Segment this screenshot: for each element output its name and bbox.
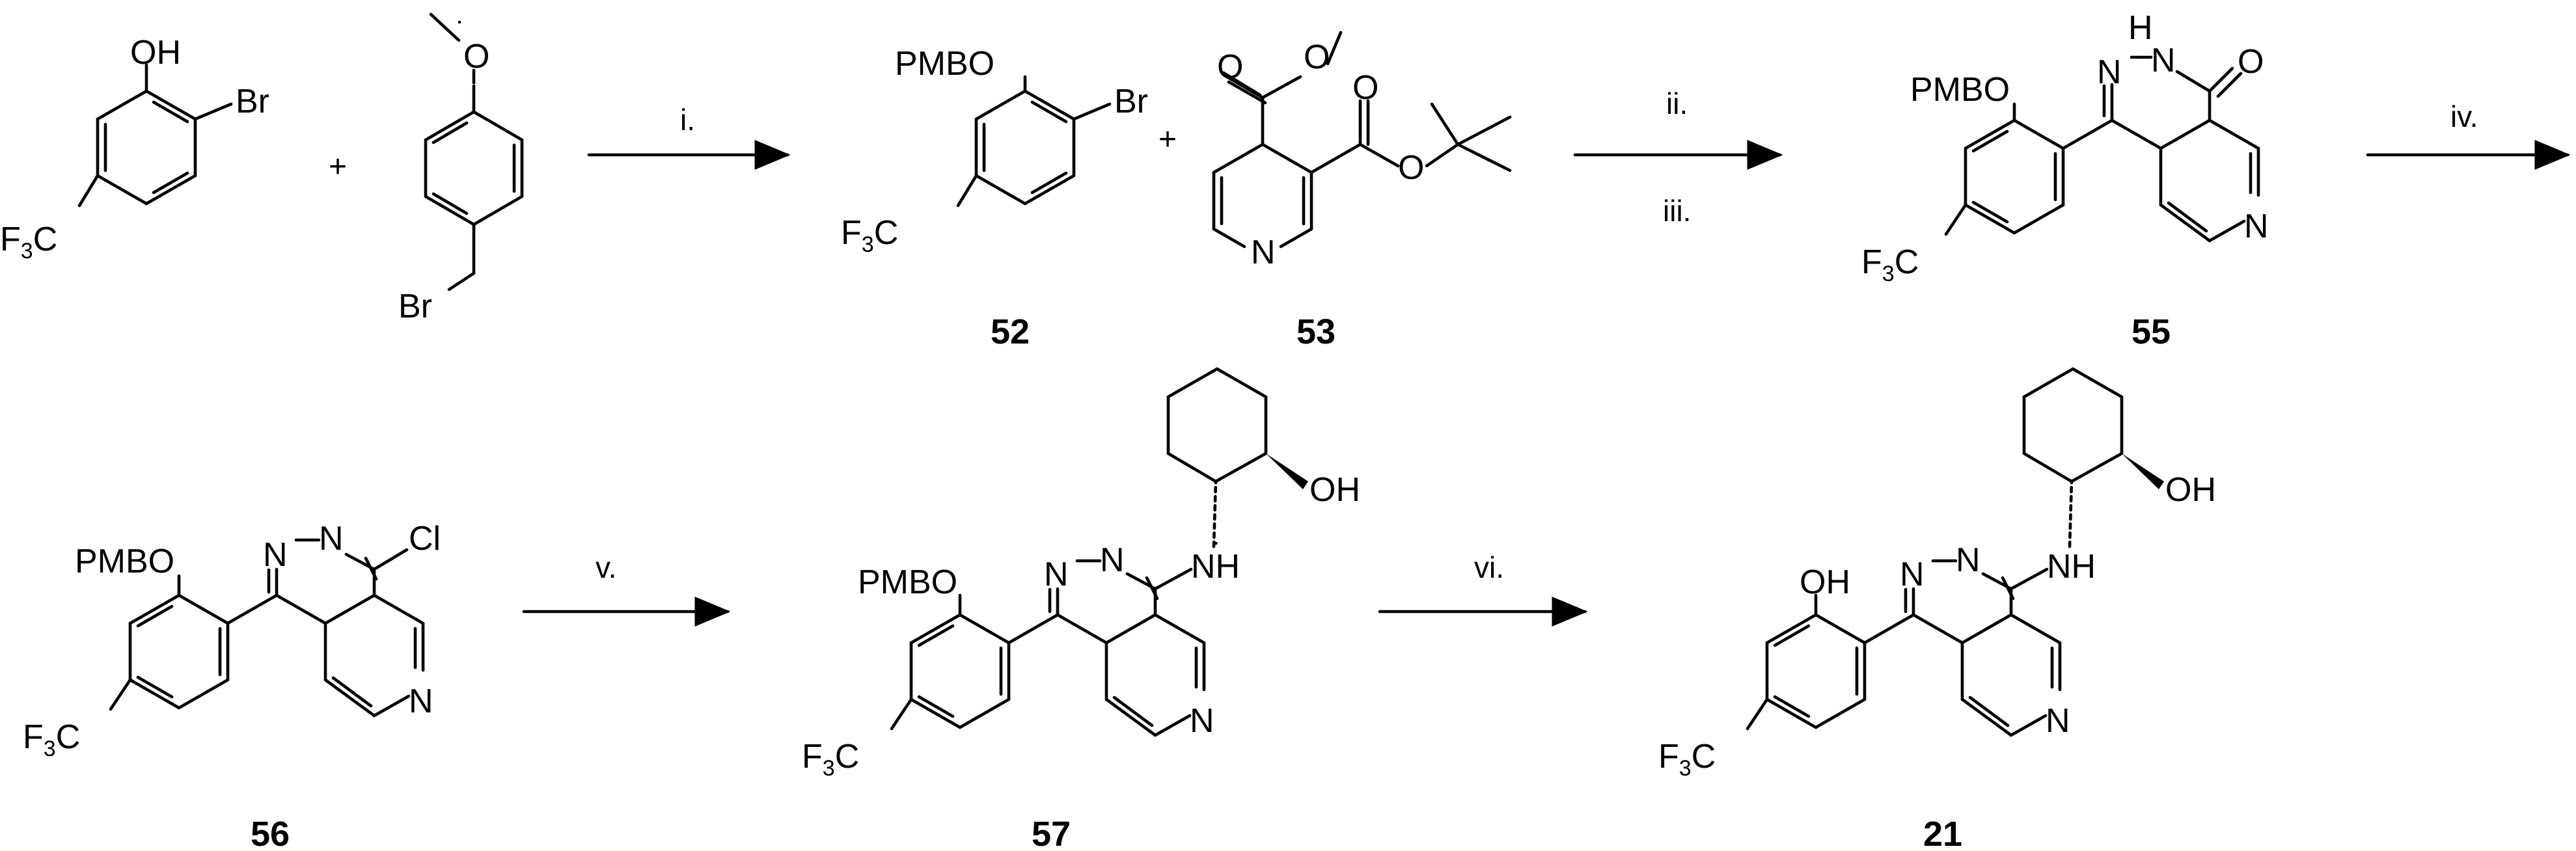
pyridine-nitrogen: N [1190,702,1214,740]
cf3-label: F3C [23,718,80,761]
ester-oxygen: O [1398,149,1424,187]
cf3-label: F3C [1658,738,1716,781]
bromo-label: Br [1114,83,1148,120]
pmbo-label: PMBO [895,45,994,83]
pyridine-nitrogen: N [1251,234,1276,271]
hydroxyl-label: OH [130,34,181,72]
carbonyl-oxygen: O [2238,43,2264,81]
ring-nitrogen: N [2097,53,2122,91]
condition-label: vi. [1474,550,1504,584]
ring-nitrogen: N [2151,42,2176,79]
chloro-label: Cl [409,520,441,558]
compound-57-structure: PMBO N N NH OH N F3C [802,367,1360,781]
pyridine-nitrogen: N [2046,702,2070,740]
compound-57-label: 57 [1032,815,1071,851]
ring-nitrogen: N [1100,541,1125,579]
nh-hydrogen: H [2128,9,2153,47]
amine-label: NH [1191,548,1240,586]
plus-sign: + [329,150,347,184]
condition-label: iii. [1663,194,1691,228]
hydroxyl-label: OH [1800,563,1850,601]
condition-label: ii. [1666,87,1688,120]
compound-21-structure: OH N N NH OH N F3C [1658,367,2216,781]
pyridine-nitrogen: N [409,682,433,720]
pmb-bromide: O Br [398,12,524,325]
ring-nitrogen: N [319,520,344,558]
compound-55-structure: PMBO N N H O N F3C [1861,9,2269,286]
compound-53-structure: O O O O N [1212,31,1512,271]
compound-52-structure: PMBO Br F3C [841,45,1148,257]
ring-nitrogen: N [263,536,288,574]
ring-nitrogen: N [1956,541,1980,579]
bromo-label: Br [398,288,432,325]
pmbo-label: PMBO [1910,71,2010,109]
condition-label: v. [596,550,616,584]
compound-21-label: 21 [1923,815,1962,851]
ester-carbonyl-oxygen: O [1352,69,1378,107]
ester-oxygen: O [1304,38,1330,76]
cf3-label: F3C [1861,243,1919,286]
pmbo-label: PMBO [858,563,957,601]
compound-56-structure: PMBO N N Cl N F3C [23,520,441,761]
ring-nitrogen: N [1044,556,1069,593]
ester-carbonyl-oxygen: O [1217,48,1243,86]
condition-label: iv. [2450,100,2478,133]
plus-sign: + [1158,122,1177,157]
cf3-label: F3C [0,221,57,263]
pmbo-label: PMBO [75,543,174,580]
condition-label: i. [680,103,695,137]
bromo-label: Br [236,83,269,120]
cf3-label: F3C [841,214,898,257]
pyridine-nitrogen: N [2244,208,2269,245]
compound-52-label: 52 [991,312,1030,351]
hydroxyl-label: OH [2165,471,2216,509]
compound-53-label: 53 [1296,312,1336,351]
cf3-label: F3C [802,738,859,781]
compound-55-label: 55 [2131,312,2171,351]
starting-phenol: OH Br F3C [0,34,269,263]
hydroxyl-label: OH [1309,471,1360,509]
amine-label: NH [2047,548,2096,586]
ring-nitrogen: N [1900,556,1925,593]
methoxy-oxygen-label: O [463,38,489,75]
compound-56-label: 56 [251,815,290,851]
